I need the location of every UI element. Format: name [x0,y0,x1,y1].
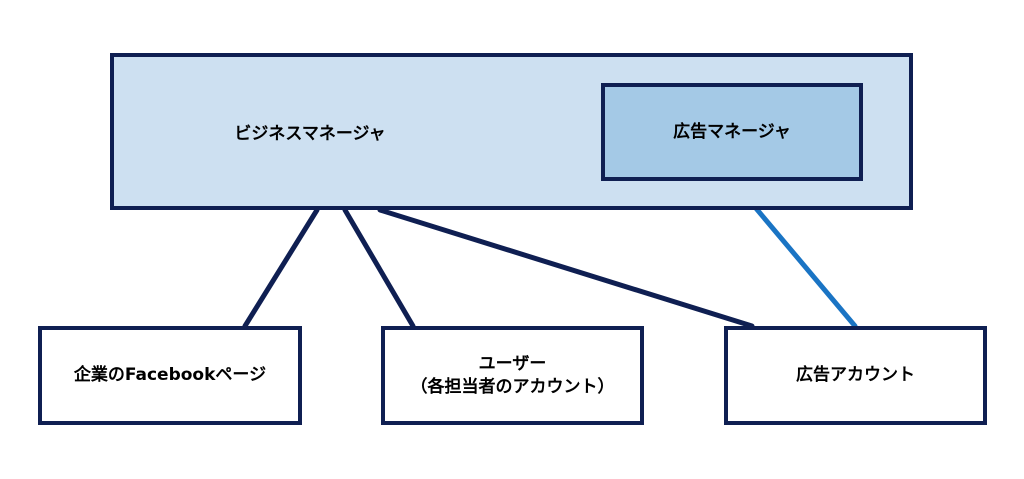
facebook-page-box: 企業のFacebookページ [38,326,302,425]
users-box: ユーザー （各担当者のアカウント） [381,326,644,425]
users-label-line1: ユーザー [478,353,547,374]
link-business-manager-to-facebook-page [242,207,320,329]
link-business-manager-to-users [342,207,416,329]
facebook-page-label: 企業のFacebookページ [73,365,267,386]
ad-account-label: 広告アカウント [796,365,915,386]
ad-account-box: 広告アカウント [724,326,987,425]
link-business-manager-to-ad-account [377,207,755,329]
ads-manager-label: 広告マネージャ [673,121,791,142]
ads-manager-box: 広告マネージャ [601,83,863,181]
business-manager-label: ビジネスマネージャ [234,124,386,144]
users-label-line2: （各担当者のアカウント） [410,376,615,397]
